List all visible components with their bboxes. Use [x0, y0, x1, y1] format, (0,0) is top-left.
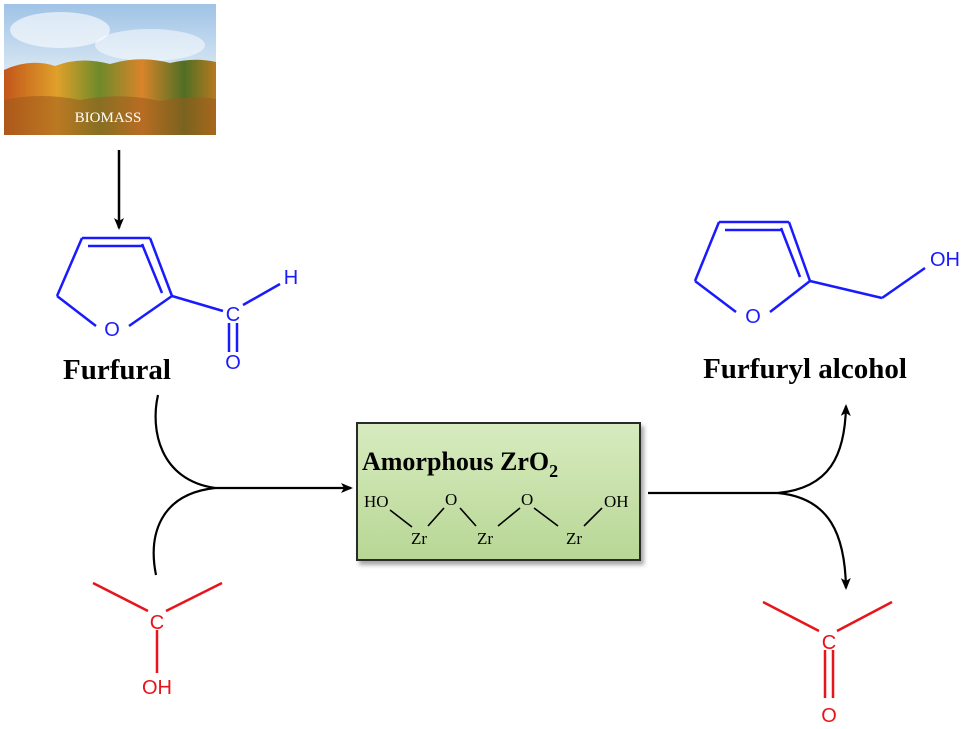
biomass-label: BIOMASS	[75, 110, 142, 126]
catalyst-zr-2: Zr	[477, 529, 493, 548]
biomass-image: BIOMASS	[4, 4, 216, 136]
catalyst-oh: OH	[604, 492, 629, 511]
catalyst-box	[356, 422, 641, 561]
catalyst-structure-bonds	[389, 507, 603, 528]
isopropanol-hydroxyl: OH	[142, 677, 172, 699]
catalyst-o-2: O	[521, 490, 533, 509]
catalyst-ho: HO	[364, 492, 389, 511]
catalyst-zr-1: Zr	[411, 529, 427, 548]
furfural-hydrogen: H	[284, 267, 298, 289]
acetone-outlet-arrow	[777, 491, 851, 590]
furfural-label: Furfural	[63, 354, 171, 386]
furfuryl-hydroxyl: OH	[930, 249, 960, 271]
acetone-molecule	[762, 600, 893, 698]
furfural-molecule	[55, 236, 281, 352]
furfural-carbonyl-oxygen: O	[225, 352, 241, 374]
isopropanol-carbon: C	[150, 612, 164, 634]
isopropanol-molecule	[92, 581, 223, 673]
catalyst-title: Amorphous ZrO2	[362, 447, 558, 481]
furfural-carbonyl-carbon: C	[226, 304, 240, 326]
furfural-inlet-curve	[154, 394, 216, 490]
isopropanol-inlet-curve	[152, 486, 216, 576]
furfural-ring-oxygen: O	[104, 319, 120, 341]
catalyst-zr-3: Zr	[566, 529, 582, 548]
acetone-oxygen: O	[821, 705, 837, 727]
furfuryl-ring-oxygen: O	[745, 306, 761, 328]
catalyst-o-1: O	[445, 490, 457, 509]
furfuryl-outlet-arrow	[777, 404, 851, 495]
furfuryl-alcohol-label: Furfuryl alcohol	[703, 353, 907, 385]
acetone-carbon: C	[822, 632, 836, 654]
furfuryl-alcohol-molecule	[693, 220, 926, 313]
